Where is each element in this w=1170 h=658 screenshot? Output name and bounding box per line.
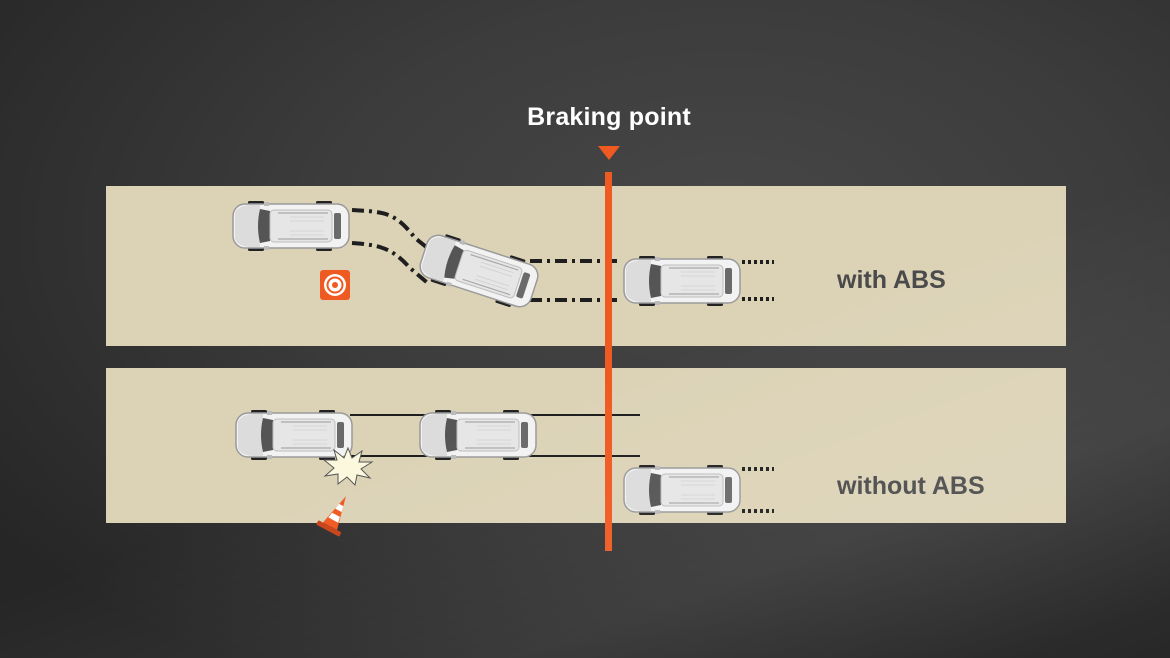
lane-label-with-abs: with ABS: [837, 266, 946, 294]
car-without-abs-skidding: [417, 410, 539, 460]
traffic-cone-icon: [316, 496, 346, 537]
car-top-view-icon: [621, 465, 743, 515]
car-top-view-icon: [621, 256, 743, 306]
braking-point-arrow-icon: [598, 146, 620, 160]
car-without-abs-reference: [621, 465, 743, 515]
car-top-view-icon: [417, 410, 539, 460]
car-with-abs-start: [230, 201, 352, 251]
impact-burst-icon: [322, 446, 374, 486]
car-top-view-icon: [230, 201, 352, 251]
braking-point-label: Braking point: [527, 103, 691, 131]
car-with-abs-stopped: [621, 256, 743, 306]
lane-label-without-abs: without ABS: [837, 472, 985, 500]
braking-point-line: [605, 172, 612, 551]
target-sign-icon: [320, 270, 350, 300]
